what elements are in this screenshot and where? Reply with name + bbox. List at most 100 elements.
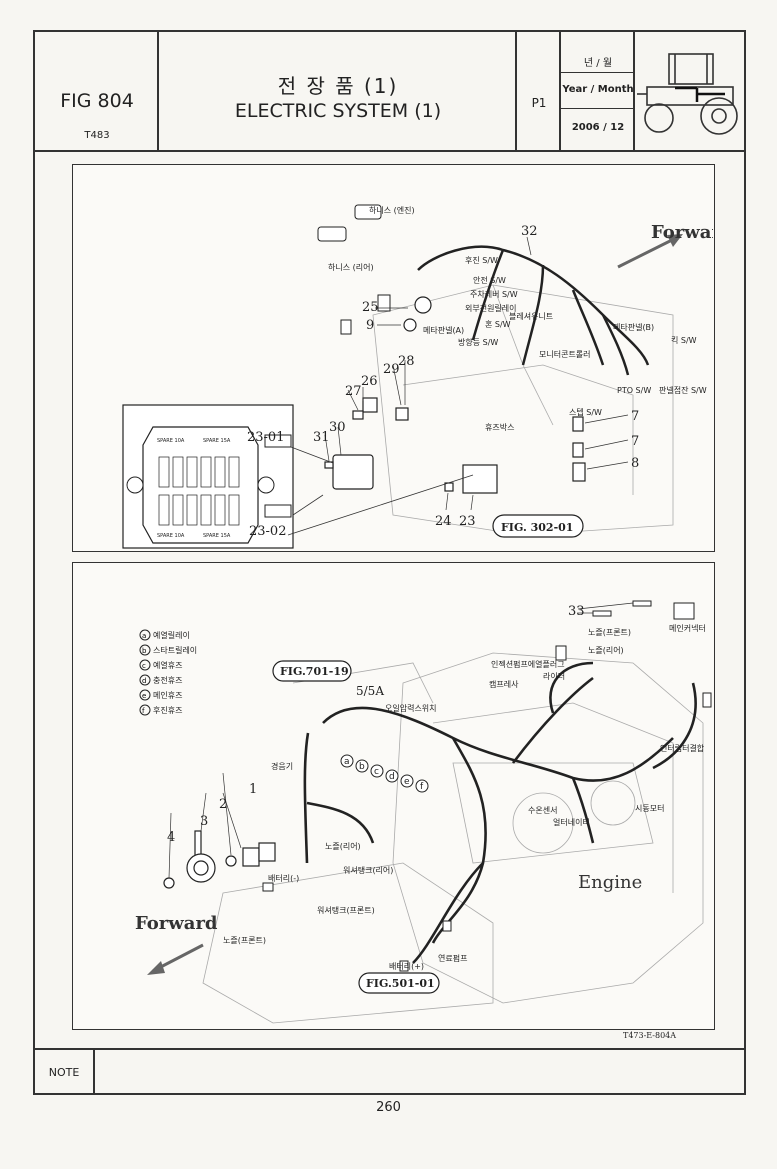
callout-1: 1 <box>249 782 257 797</box>
label-turn-signal-sw: 방향등 S/W <box>458 337 498 347</box>
svg-text:메인휴즈: 메인휴즈 <box>153 690 182 700</box>
fuse-spare-1: SPARE 10A <box>157 438 185 444</box>
svg-text:예열휴즈: 예열휴즈 <box>153 660 182 670</box>
svg-text:후진휴즈: 후진휴즈 <box>153 705 182 715</box>
fuse-spare-4: SPARE 15A <box>203 533 231 539</box>
svg-text:예열릴레이: 예열릴레이 <box>153 630 190 640</box>
svg-text:a: a <box>344 757 350 767</box>
amp-rating: 5/5A <box>356 684 384 698</box>
callout-7b: 7 <box>631 434 639 449</box>
svg-text:d: d <box>142 677 146 685</box>
year-month-value: 2006 / 12 <box>571 122 625 133</box>
label-main-connector: 메인커넥터 <box>669 623 706 633</box>
label-pto-sw: PTO S/W <box>617 386 651 395</box>
forward-arrow-icon <box>147 943 204 975</box>
document-code: T473-E-804A <box>623 1031 677 1040</box>
forward-label: Forward <box>651 222 713 243</box>
legend-item: b 스타트릴레이 <box>139 644 197 656</box>
fig-ref-701-19[interactable]: FIG.701-19 <box>280 665 349 678</box>
divider <box>561 108 633 109</box>
callout-25: 25 <box>362 300 379 315</box>
svg-text:c: c <box>142 662 146 670</box>
label-nozzle-rear: 노즐(리어) <box>588 645 624 655</box>
label-safety-sw: 안전 S/W <box>473 275 506 285</box>
callout-8: 8 <box>631 456 639 471</box>
label-washer-tank-rear: 워셔탱크(리어) <box>343 865 393 875</box>
tractor-thumbnail-icon <box>637 53 738 135</box>
callout-23-01: 23-01 <box>247 430 284 445</box>
label-engine-harness: 하니스 (엔진) <box>369 205 415 215</box>
label-parking-lever-sw: 주차레버 S/W <box>470 289 518 299</box>
svg-text:e: e <box>404 777 410 787</box>
label-meter-panel-a: 메타판넬(A) <box>423 326 464 335</box>
svg-text:f: f <box>420 782 424 792</box>
label-flasher-unit: 블레셔유니트 <box>509 311 553 321</box>
callout-31: 31 <box>313 430 330 445</box>
forward-arrow-icon <box>617 234 683 269</box>
label-water-temp-sensor: 수온센서 <box>528 805 557 815</box>
title-block: FIG 804 T483 전 장 품 (1) ELECTRIC SYSTEM (… <box>35 32 744 152</box>
label-monitor-controller: 모니터콘트롤러 <box>539 349 591 359</box>
label-battery-negative: 배터리(-) <box>268 874 299 883</box>
callout-30: 30 <box>329 420 346 435</box>
callout-2: 2 <box>219 797 227 812</box>
fig-ref-302-01[interactable]: FIG. 302-01 <box>501 521 573 534</box>
label-starter-motor: 시동모터 <box>635 804 664 813</box>
label-nozzle-rear-2: 노즐(리어) <box>325 841 361 851</box>
title-english: ELECTRIC SYSTEM (1) <box>234 100 442 122</box>
label-oil-pressure-switch: 오일압력스위치 <box>385 703 437 713</box>
fig-ref-302-01-badge <box>492 514 584 538</box>
svg-text:e: e <box>142 692 146 700</box>
svg-text:충전휴즈: 충전휴즈 <box>153 675 182 685</box>
callout-33: 33 <box>568 604 585 619</box>
label-meter-panel-b: 메타판넬(B) <box>613 323 654 332</box>
label-reverse-sw: 후진 S/W <box>465 255 498 265</box>
fig-number: FIG 804 <box>60 90 134 112</box>
label-horn: 경음기 <box>271 761 293 771</box>
engine-label: Engine <box>578 872 642 893</box>
label-horn-sw: 혼 S/W <box>485 319 511 329</box>
label-lighter: 라이터 <box>543 671 565 681</box>
legend-item: f 후진휴즈 <box>139 704 182 716</box>
legend-item: d 충전휴즈 <box>139 674 182 686</box>
svg-text:a: a <box>142 632 146 640</box>
svg-text:c: c <box>374 767 379 777</box>
label-rear-harness: 하니스 (리어) <box>328 262 374 272</box>
callout-32: 32 <box>521 224 538 239</box>
fig-number-cell: FIG 804 T483 <box>35 32 159 150</box>
label-injection-pump-glow-plug: 인젝션펌프에열플러그 <box>491 659 565 669</box>
fuse-spare-3: SPARE 10A <box>157 533 185 539</box>
label-alternator: 얼터네이터 <box>553 817 590 827</box>
callout-24: 24 <box>435 514 452 529</box>
page-label: P1 <box>531 96 547 110</box>
year-month-korean: 년 / 월 <box>583 58 613 69</box>
label-step-sw: 스텝 S/W <box>569 407 602 417</box>
fig-code: T483 <box>84 130 110 141</box>
fig-ref-501-01-badge <box>358 972 440 994</box>
callout-7a: 7 <box>631 409 639 424</box>
callout-27: 27 <box>345 384 362 399</box>
page-frame: FIG 804 T483 전 장 품 (1) ELECTRIC SYSTEM (… <box>33 30 746 1095</box>
svg-text:b: b <box>359 762 365 772</box>
callout-26: 26 <box>361 374 378 389</box>
fig-ref-501-01[interactable]: FIG.501-01 <box>366 977 435 990</box>
callout-23-02-visible: 23-02 <box>249 524 286 539</box>
callout-3: 3 <box>200 814 208 829</box>
year-month-cell: 년 / 월 Year / Month 2006 / 12 <box>561 32 635 150</box>
label-washer-tank-front: 워셔탱크(프론트) <box>317 905 375 915</box>
page-label-cell: P1 <box>517 32 561 150</box>
dashboard-wiring-diagram: Forward 32 25 9 29 28 27 26 31 30 24 23 … <box>122 204 734 549</box>
callout-9: 9 <box>366 318 374 333</box>
title-cell: 전 장 품 (1) ELECTRIC SYSTEM (1) <box>159 32 517 150</box>
svg-text:f: f <box>142 707 145 715</box>
label-fuse-box: 휴즈박스 <box>485 422 514 432</box>
year-month-english: Year / Month <box>562 84 634 95</box>
label-fuel-pump: 연료펌프 <box>438 953 467 963</box>
page-number: 260 <box>376 1100 401 1115</box>
svg-text:b: b <box>142 647 147 655</box>
callout-29: 29 <box>383 362 400 377</box>
legend-item: a 예열릴레이 <box>139 629 190 641</box>
label-panel-joint-sw: 판넬접잔 S/W <box>659 385 707 395</box>
callout-4: 4 <box>167 830 175 845</box>
